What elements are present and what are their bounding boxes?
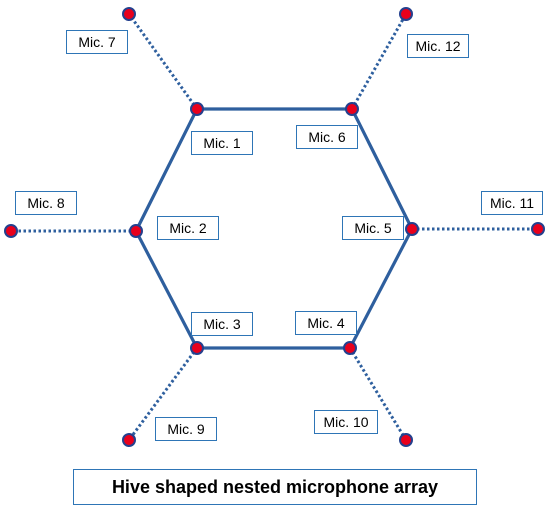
mic-node-8: [4, 224, 18, 238]
hexagon-edge-5: [350, 108, 414, 230]
mic-node-4: [343, 341, 357, 355]
dotted-spoke-3: [127, 347, 199, 441]
mic-node-9: [122, 433, 136, 447]
mic-label-7: Mic. 7: [66, 30, 128, 54]
hexagon-edge-1: [134, 108, 199, 232]
mic-label-4: Mic. 4: [295, 311, 357, 335]
mic-label-1: Mic. 1: [191, 131, 253, 155]
hexagon-edge-4: [348, 228, 414, 349]
mic-label-8: Mic. 8: [15, 191, 77, 215]
mic-node-1: [190, 102, 204, 116]
mic-node-6: [345, 102, 359, 116]
mic-label-5: Mic. 5: [342, 216, 404, 240]
mic-node-11: [531, 222, 545, 236]
mic-label-9: Mic. 9: [155, 417, 217, 441]
mic-label-6: Mic. 6: [296, 125, 358, 149]
mic-label-3: Mic. 3: [191, 312, 253, 336]
dotted-spoke-1: [127, 13, 199, 110]
dotted-spoke-6: [350, 13, 408, 110]
mic-node-12: [399, 7, 413, 21]
hexagon-edge-2: [134, 230, 199, 349]
mic-node-2: [129, 224, 143, 238]
mic-node-3: [190, 341, 204, 355]
mic-label-2: Mic. 2: [157, 216, 219, 240]
diagram-caption: Hive shaped nested microphone array: [73, 469, 477, 505]
mic-node-10: [399, 433, 413, 447]
mic-node-7: [122, 7, 136, 21]
mic-label-11: Mic. 11: [481, 191, 543, 215]
mic-label-12: Mic. 12: [407, 34, 469, 58]
mic-node-5: [405, 222, 419, 236]
mic-label-10: Mic. 10: [314, 410, 378, 434]
